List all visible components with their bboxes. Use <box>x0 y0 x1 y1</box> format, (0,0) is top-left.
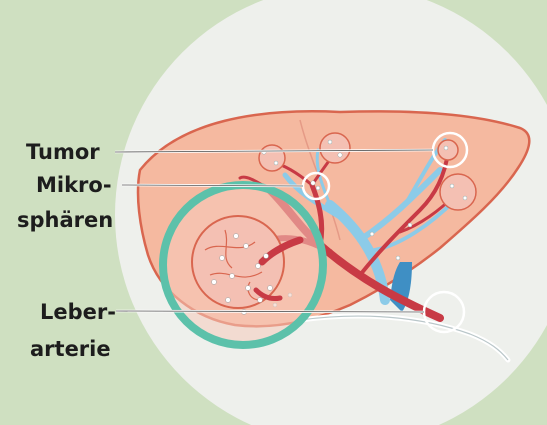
magnifier-circle <box>163 185 323 345</box>
magnified-tumor <box>192 216 284 308</box>
label-leberarterie-line1: Leber- <box>40 299 116 325</box>
label-leberarterie-line2: arterie <box>30 336 111 362</box>
label-mikrospharen-line2: sphären <box>17 207 113 233</box>
label-tumor: Tumor <box>26 139 100 165</box>
label-mikrospharen-line1: Mikro- <box>36 172 112 198</box>
